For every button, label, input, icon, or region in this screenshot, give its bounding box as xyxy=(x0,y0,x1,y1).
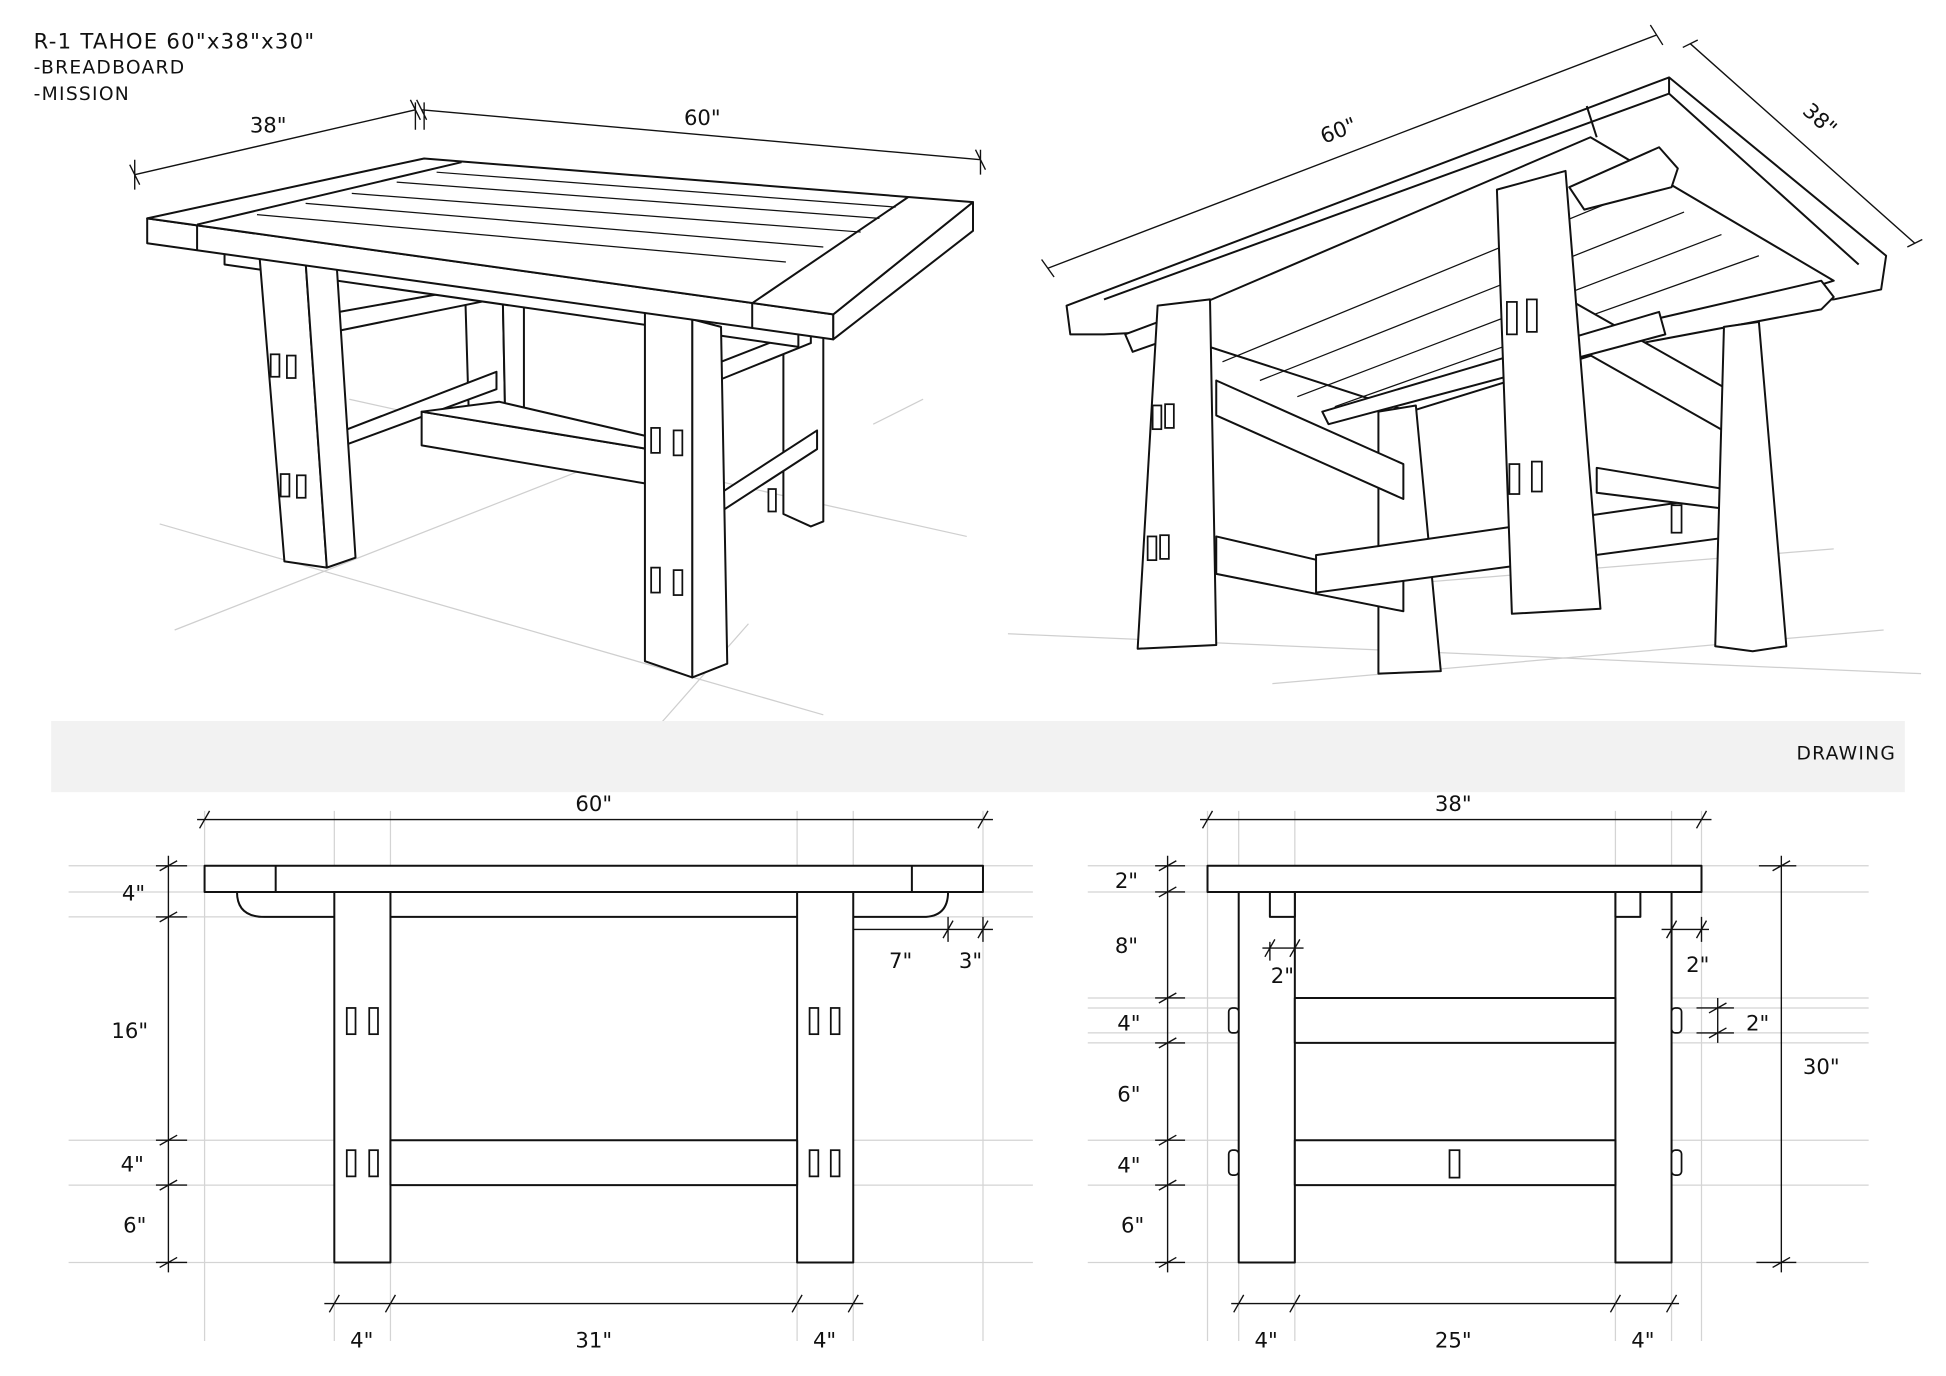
right-leg xyxy=(796,890,855,1264)
dim-span: 25" xyxy=(1435,1327,1472,1352)
dim-block-left: 2" xyxy=(1271,963,1294,988)
back-right-leg xyxy=(1714,320,1788,653)
perspective-front-dimensions: 38" 60" xyxy=(129,99,987,190)
mortise-marks xyxy=(269,353,777,596)
back-right-leg xyxy=(782,325,825,528)
dim-upper-stretcher: 4" xyxy=(1117,1010,1140,1035)
dim-block-right: 2" xyxy=(1686,952,1709,977)
left-leg xyxy=(333,890,392,1264)
dim-width: 38" xyxy=(250,112,287,137)
dim-upper-gap: 16" xyxy=(111,1018,148,1043)
perspective-front-view xyxy=(146,157,974,679)
dim-overhang: 7" xyxy=(889,948,912,973)
side-elevation-dimensions: 38" 2" 8" 4" 6" 4" 6" 4" 25" 4" 30" 2" 2… xyxy=(1115,791,1840,1352)
dim-apron-end: 3" xyxy=(959,948,982,973)
dim-span: 31" xyxy=(575,1327,612,1352)
dim-total-height: 30" xyxy=(1803,1054,1840,1079)
section-band xyxy=(51,721,1905,793)
center-leg xyxy=(1495,169,1602,615)
section-label: DRAWING xyxy=(1796,744,1896,765)
dim-leg-left: 4" xyxy=(350,1327,373,1352)
right-leg xyxy=(1614,890,1673,1264)
upper-stretcher xyxy=(1293,996,1617,1044)
dim-tenon: 2" xyxy=(1746,1010,1769,1035)
tabletop xyxy=(203,864,984,893)
tenon-ends xyxy=(1227,1007,1683,1179)
subtitle-mission: -MISSION xyxy=(34,84,130,105)
apron xyxy=(236,890,950,918)
dim-foot: 6" xyxy=(123,1213,146,1238)
dim-stretcher: 4" xyxy=(121,1151,144,1176)
dim-length: 60" xyxy=(575,791,612,816)
dim-top-thickness: 2" xyxy=(1115,868,1138,893)
tabletop-underside xyxy=(1146,136,1835,413)
dim-length: 60" xyxy=(684,105,721,130)
front-elevation-dimensions: 60" 4" 16" 4" 6" 4" 31" 4" 7" 3" xyxy=(111,791,993,1352)
dim-mid-gap: 6" xyxy=(1117,1082,1140,1107)
front-elevation xyxy=(203,864,984,1264)
dim-leg-left: 4" xyxy=(1255,1327,1278,1352)
perspective-under-view xyxy=(1065,76,1888,675)
dim-leg-right: 4" xyxy=(1631,1327,1654,1352)
dim-top-thickness: 4" xyxy=(122,881,145,906)
dim-upper-gap: 8" xyxy=(1115,933,1138,958)
front-left-leg xyxy=(1136,298,1218,650)
dim-length: 60" xyxy=(1317,112,1360,148)
dim-width: 38" xyxy=(1798,98,1842,141)
subtitle-breadboard: -BREADBOARD xyxy=(34,58,186,79)
dim-width: 38" xyxy=(1435,791,1472,816)
mortise-marks xyxy=(345,1007,841,1178)
stretcher xyxy=(389,1139,799,1187)
left-block xyxy=(1268,890,1296,918)
tabletop xyxy=(1206,864,1703,893)
mortise-marks xyxy=(1146,298,1683,562)
title-block: R-1 TAHOE 60"x38"x30" -BREADBOARD -MISSI… xyxy=(34,29,316,105)
dim-leg-right: 4" xyxy=(813,1327,836,1352)
dim-foot: 6" xyxy=(1121,1213,1144,1238)
bottom-dimension-lines xyxy=(1231,1294,1680,1313)
side-elevation xyxy=(1206,864,1703,1264)
title-line: R-1 TAHOE 60"x38"x30" xyxy=(34,29,316,54)
front-right-leg xyxy=(643,310,694,679)
right-block xyxy=(1614,890,1642,918)
dim-lower-stretcher: 4" xyxy=(1117,1153,1140,1178)
